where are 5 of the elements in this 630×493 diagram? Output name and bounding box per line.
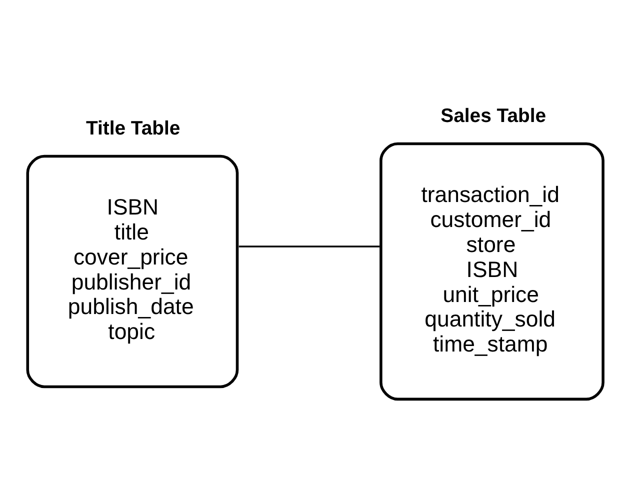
node-label: Title Table xyxy=(86,117,180,140)
node-box: ISBN title cover_price publisher_id publish_date topic xyxy=(26,154,239,388)
node-label: Sales Table xyxy=(440,104,546,127)
connector xyxy=(238,246,380,248)
node-box: transaction_id customer_id store ISBN unit_price quantity_sold time_stamp xyxy=(380,142,604,401)
